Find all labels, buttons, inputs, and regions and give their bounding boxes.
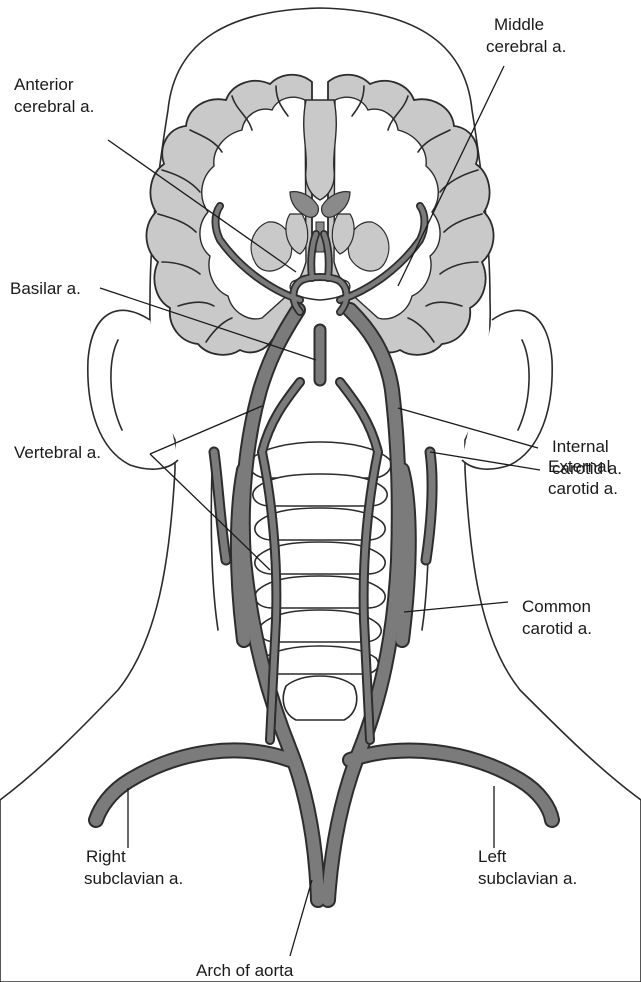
label-middle-cerebral: Middle cerebral a. (486, 15, 566, 56)
label-anterior-cerebral: Anterior cerebral a. (14, 75, 94, 116)
label-common-carotid: Common carotid a. (522, 597, 596, 638)
label-vertebral: Vertebral a. (14, 443, 101, 462)
label-basilar: Basilar a. (10, 279, 81, 298)
label-arch-of-aorta: Arch of aorta (196, 961, 294, 980)
